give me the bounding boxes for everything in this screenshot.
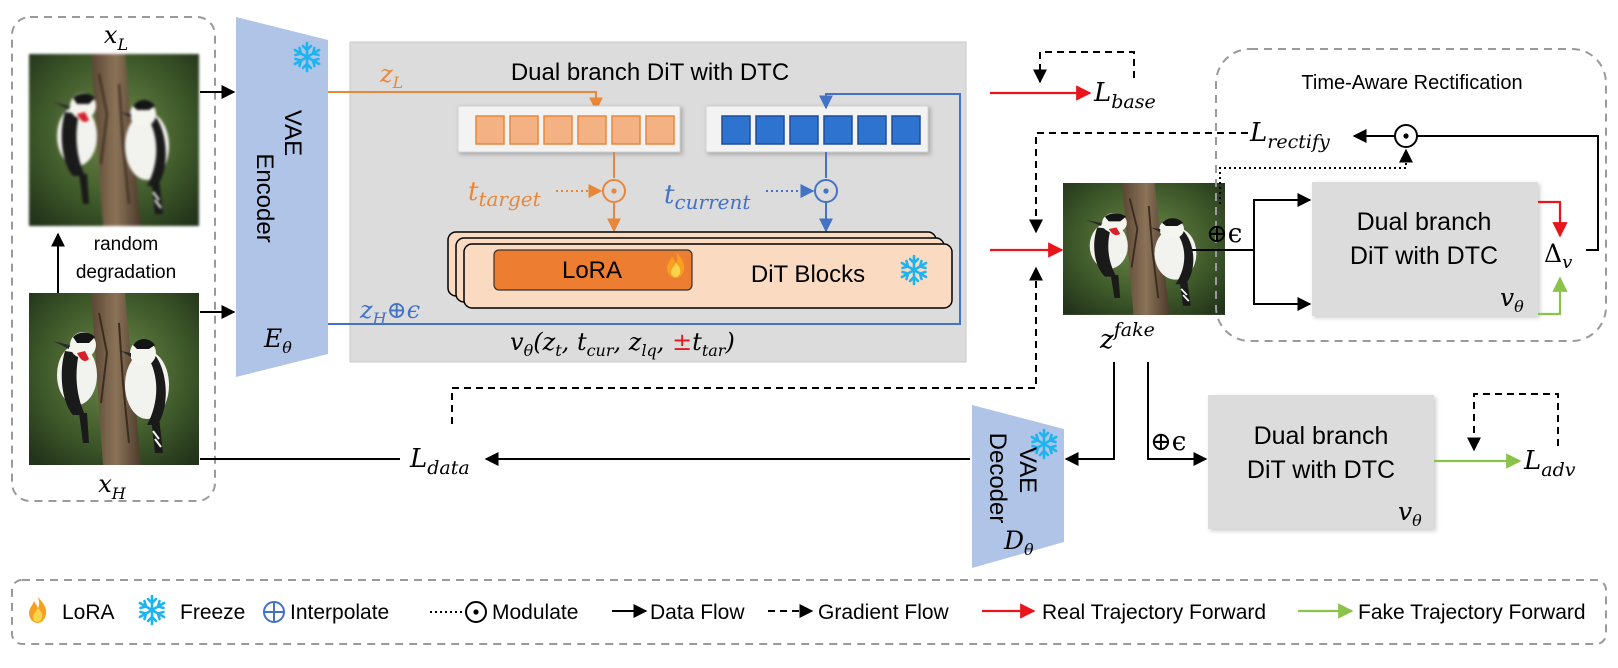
dit-panel-title: Dual branch DiT with DTC — [511, 59, 789, 86]
rectification-group-border — [1215, 48, 1607, 342]
real-forward-to-delta — [1538, 200, 1568, 238]
degradation-line1: random — [94, 234, 158, 255]
ladv-gradient-loop — [1467, 393, 1559, 452]
modulate-icon — [465, 601, 487, 623]
fake-image — [1062, 182, 1226, 316]
low-quality-image — [28, 53, 200, 227]
velocity-formula: vθ(zt, tcur, zlq, ±ttar) — [510, 328, 735, 360]
rectify-box-v: vθ — [1500, 283, 1524, 316]
adv-dit-box — [1208, 395, 1434, 529]
delta-v-label: Δv — [1544, 239, 1572, 273]
rectification-title: Time-Aware Rectification — [1301, 72, 1522, 94]
dit-panel — [349, 41, 967, 363]
noise-bottom-label: ⊕ϵ — [1150, 427, 1186, 457]
legend-real-forward: Real Trajectory Forward — [1042, 601, 1266, 624]
lora-label: LoRA — [562, 257, 622, 284]
xl-label: xL — [104, 21, 128, 54]
rectify-dit-box — [1312, 182, 1538, 316]
t-current-label: tcurrent — [664, 180, 751, 214]
adv-box-line2: DiT with DTC — [1247, 456, 1395, 484]
l-base-label: Lbase — [1093, 78, 1156, 113]
decoder-line1: VAE — [1014, 447, 1041, 493]
t-target-label: ttarget — [468, 177, 542, 211]
zfake-to-decoder-arrow — [1064, 362, 1115, 466]
zh-noise-label: zH⊕ϵ — [359, 296, 420, 328]
encoder-line2: Encoder — [251, 153, 278, 242]
l-data-label: Ldata — [409, 444, 470, 479]
noise-modulate-dotted-arrow — [1219, 148, 1413, 204]
zl-label: zL — [379, 60, 403, 92]
l-adv-label: Ladv — [1523, 446, 1576, 481]
legend-fake-forward: Fake Trajectory Forward — [1358, 601, 1586, 624]
lora-block — [493, 249, 693, 291]
lbase-gradient-loop — [1033, 51, 1135, 84]
legend-freeze: Freeze — [180, 601, 245, 624]
decoder-symbol: Dθ — [1003, 526, 1034, 559]
data-gradient-flow — [451, 266, 1043, 424]
zfake-to-adv-arrow — [1147, 362, 1208, 466]
zh-flow-arrow — [328, 93, 961, 325]
xh-label: xH — [98, 470, 127, 503]
rectify-box-line2: DiT with DTC — [1350, 242, 1498, 270]
interpolate-icon — [263, 601, 285, 623]
rectify-gradient-flow — [1029, 132, 1248, 234]
degradation-line2: degradation — [76, 262, 176, 283]
noise-top-label: ⊕ϵ — [1206, 219, 1242, 249]
legend-interpolate: Interpolate — [290, 601, 389, 624]
rectify-branch-upper-arrow — [1253, 193, 1312, 250]
l-rectify-label: Lrectify — [1249, 118, 1330, 153]
fake-forward-to-delta — [1538, 276, 1568, 316]
encoder-symbol: Eθ — [263, 324, 292, 357]
z-fake-label: zfake — [1099, 319, 1155, 355]
high-quality-image — [28, 292, 200, 466]
blue-tokens — [721, 115, 921, 145]
legend-lora: LoRA — [62, 601, 115, 624]
encoder-line1: VAE — [279, 110, 306, 156]
legend-border — [11, 579, 1607, 645]
zl-flow-arrow — [328, 91, 603, 112]
delta-to-modulate-line — [1417, 135, 1599, 251]
fire-icon — [29, 597, 47, 623]
vae-encoder — [236, 17, 328, 377]
rectify-box-line1: Dual branch — [1357, 208, 1492, 236]
adv-box-v: vθ — [1398, 497, 1422, 530]
adv-box-line1: Dual branch — [1254, 422, 1389, 450]
legend-gradient-flow: Gradient Flow — [818, 601, 950, 624]
orange-tokens — [475, 115, 675, 145]
legend-data-flow: Data Flow — [650, 601, 745, 624]
decoder-line2: Decoder — [984, 433, 1011, 524]
snowflake-icon — [138, 594, 166, 626]
legend-modulate: Modulate — [492, 601, 578, 624]
dit-blocks-label: DiT Blocks — [751, 261, 865, 288]
rectify-branch-lower-arrow — [1253, 250, 1312, 311]
